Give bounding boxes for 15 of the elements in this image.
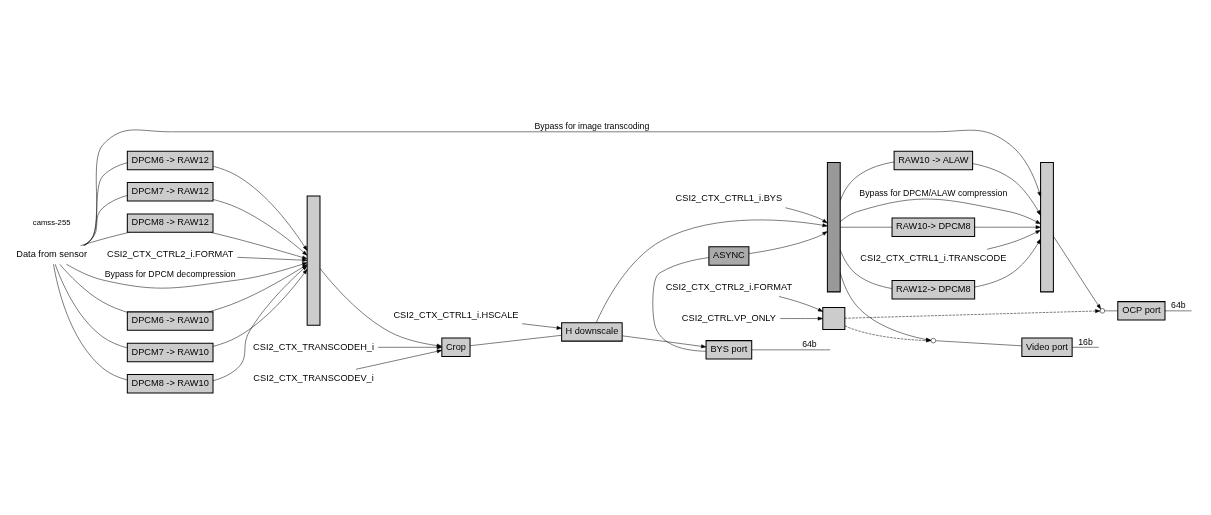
node-text: CSI2_CTX_CTRL2_i.FORMAT	[665, 281, 793, 292]
node-text: CSI2_CTX_TRANSCODEH_i	[253, 341, 375, 352]
node-text: CSI2_CTX_CTRL2_i.FORMAT	[106, 248, 234, 259]
edge-label: Bypass for DPCM decompression	[104, 269, 236, 280]
node-text: CSI2_CTX_TRANSCODEV_i	[253, 372, 374, 383]
node-text: CSI2_CTRL.VP_ONLY	[681, 312, 776, 323]
edge-label: 64b	[802, 339, 817, 350]
node-text: CSI2_CTX_CTRL1_i.BYS	[675, 192, 783, 203]
edge-label: 64b	[1171, 300, 1186, 311]
node-text: Data from sensor	[16, 249, 87, 260]
edge-label: Bypass for image transcoding	[534, 121, 650, 132]
edge-label: 16b	[1078, 336, 1093, 347]
edge-label: Bypass for DPCM/ALAW compression	[859, 188, 1008, 199]
node-text: CSI2_CTX_CTRL1_i.HSCALE	[393, 310, 519, 321]
node-text: CSI2_CTX_CTRL1_i.TRANSCODE	[860, 252, 1007, 263]
